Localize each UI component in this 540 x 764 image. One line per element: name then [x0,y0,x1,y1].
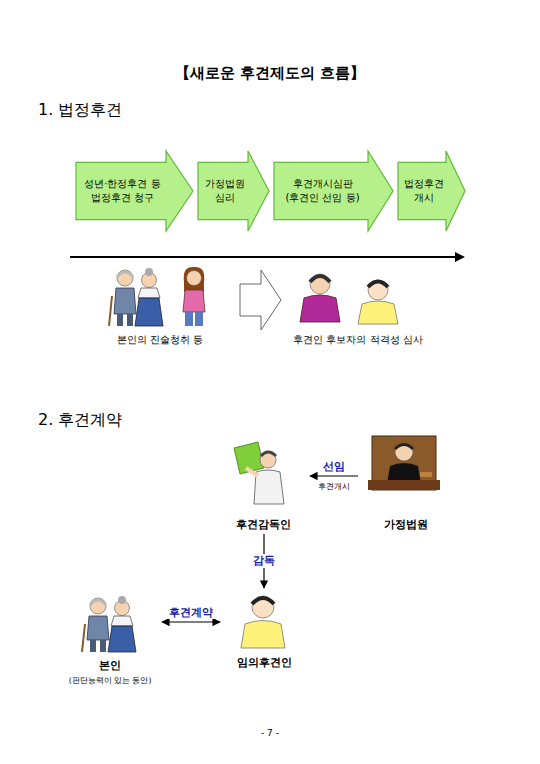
actor-label-box: 임의후견인 [222,655,306,670]
process-arrow: 가정법원 심리 [198,150,270,232]
edge-label: 후견계약 [167,606,215,619]
arrow-text-box: 가정법원 심리 [201,162,248,219]
elderly-couple [109,268,163,326]
arrow-shape [198,150,270,232]
arrow-label: 가정법원 심리 [201,177,248,204]
arrow-outline [398,151,465,231]
section-heading: 1. 법정후견 [38,100,122,121]
actor-node: 임의후견인 [222,590,306,670]
woman-figure [183,267,205,326]
edge-note: 후견개시 [204,482,464,492]
connector [162,621,220,622]
arrow-shape [398,150,466,232]
actor-name: 가정법원 [384,517,428,532]
actor-node: 후견감독인 [218,436,308,532]
candidate-figure [358,280,398,324]
arrow-label: 법정후견 개시 [401,177,446,204]
page-number: - 7 - [140,728,400,738]
arrow-outline [76,151,193,231]
page-title: 【새로운 후견제도의 흐름】 [0,64,540,83]
judge-figure [368,436,440,490]
actor-note: (판단능력이 있는 동안) [69,676,152,686]
supervisor-figure [234,442,284,504]
transition-arrow [240,270,281,330]
actor-node: 가정법원 [360,436,452,532]
arrow-shape [76,150,194,232]
actor-label-box: 본인 (판단능력이 있는 동안) [60,658,160,686]
guardian-figure [241,596,285,648]
process-arrow: 후견개시심판 (후견인 선임 등) [274,150,394,232]
process-arrow: 법정후견 개시 [398,150,466,232]
actor-label-box: 후견감독인 [218,517,308,532]
caption: 본인의 진술청취 등 [30,333,290,347]
arrow-label: 성년·한정후견 등 법정후견 청구 [79,177,166,204]
arrow-text-box: 법정후견 개시 [401,162,446,219]
arrow-outline [198,151,269,231]
section-heading: 2. 후견계약 [38,410,122,431]
edge-label: 감독 [251,554,277,567]
actor-label-box: 가정법원 [360,517,452,532]
elderly-couple [82,596,136,652]
actor-name: 임의후견인 [237,655,292,670]
arrow-shape [274,150,394,232]
edge-label: 선임 [321,460,347,473]
process-arrow: 성년·한정후견 등 법정후견 청구 [76,150,194,232]
timeline-arrow [70,252,465,262]
actor-name: 후견감독인 [236,517,291,532]
arrow-text-box: 후견개시심판 (후견인 선임 등) [277,162,368,219]
candidate-figure [300,274,340,322]
connector [310,475,358,476]
arrow-outline [274,151,393,231]
arrow-text-box: 성년·한정후견 등 법정후견 청구 [79,162,166,219]
actor-node: 본인 (판단능력이 있는 동안) [60,590,160,686]
caption: 후견인 후보자의 적격성 심사 [228,333,488,347]
arrow-label: 후견개시심판 (후견인 선임 등) [277,177,368,204]
actor-name: 본인 [99,658,121,673]
